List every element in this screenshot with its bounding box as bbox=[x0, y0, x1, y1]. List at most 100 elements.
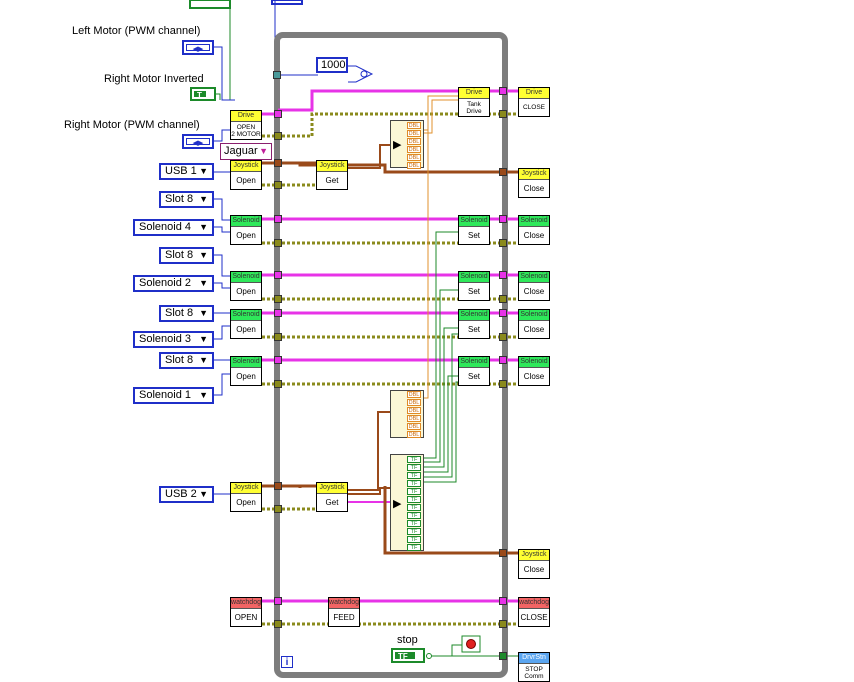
tunnel-sol-d-in bbox=[274, 356, 282, 364]
solenoid-a-close-vi[interactable]: Solenoid Close bbox=[518, 215, 550, 245]
solenoid-a-set-body: Set bbox=[467, 231, 480, 240]
solenoid-d-set-vi[interactable]: Solenoid Set bbox=[458, 356, 490, 386]
joystick2-get-header: Joystick bbox=[317, 483, 347, 494]
solenoid-a-open-vi[interactable]: Solenoid Open bbox=[230, 215, 262, 245]
solenoid-c-close-header: Solenoid bbox=[519, 310, 549, 321]
stop-button[interactable]: TF bbox=[391, 648, 425, 663]
joystick2-open-header: Joystick bbox=[231, 483, 261, 494]
left-motor-control[interactable]: ◀▶ bbox=[182, 40, 214, 55]
slot8-b-select[interactable]: Slot 8▼ bbox=[159, 247, 214, 264]
watchdog-feed-vi[interactable]: watchdog FEED bbox=[328, 597, 360, 627]
tunnel-stop-out bbox=[499, 652, 507, 660]
solenoid-b-open-vi[interactable]: Solenoid Open bbox=[230, 271, 262, 301]
joystick2-close-header: Joystick bbox=[519, 550, 549, 561]
watchdog-open-header: watchdog bbox=[231, 598, 261, 609]
solenoid-d-set-header: Solenoid bbox=[459, 357, 489, 368]
tunnel-sol-c-in bbox=[274, 309, 282, 317]
while-loop-frame[interactable] bbox=[274, 32, 508, 678]
tunnel-joy2-in bbox=[274, 482, 282, 490]
solenoid-d-close-vi[interactable]: Solenoid Close bbox=[518, 356, 550, 386]
driver-station-line2: Comm bbox=[524, 673, 544, 680]
chevron-down-icon: ▼ bbox=[199, 222, 208, 232]
tunnel-sol-b-out bbox=[499, 271, 507, 279]
top-bool-stub bbox=[189, 0, 231, 9]
array-element: DBL bbox=[407, 415, 421, 422]
solenoid-b-set-body: Set bbox=[467, 287, 480, 296]
array-element: DBL bbox=[407, 138, 421, 145]
slot8-a-select[interactable]: Slot 8 ▼ bbox=[159, 191, 214, 208]
solenoid-d-open-body: Open bbox=[236, 372, 256, 381]
driver-station-body: STOP Comm bbox=[519, 664, 549, 680]
arrow-right-icon: ▶ bbox=[393, 139, 402, 151]
drive-open-vi[interactable]: Drive OPEN 2 MOTOR bbox=[230, 110, 262, 140]
solenoid-d-open-header: Solenoid bbox=[231, 357, 261, 368]
array-element: TF bbox=[407, 480, 421, 487]
slot8-c-select[interactable]: Slot 8 ▼ bbox=[159, 305, 214, 322]
joystick2-get-vi[interactable]: Joystick Get bbox=[316, 482, 348, 512]
joystick1-get-vi[interactable]: Joystick Get bbox=[316, 160, 348, 190]
solenoid-d-open-vi[interactable]: Solenoid Open bbox=[230, 356, 262, 386]
joystick2-open-body: Open bbox=[236, 498, 256, 507]
array-element: DBL bbox=[407, 407, 421, 414]
solenoid-a-set-vi[interactable]: Solenoid Set bbox=[458, 215, 490, 245]
solenoid-b-set-vi[interactable]: Solenoid Set bbox=[458, 271, 490, 301]
solenoid-b-close-vi[interactable]: Solenoid Close bbox=[518, 271, 550, 301]
solenoid1-select[interactable]: Solenoid 1▼ bbox=[133, 387, 214, 404]
tank-drive-vi[interactable]: Drive Tank Drive bbox=[458, 87, 490, 117]
chevron-down-icon: ▼ bbox=[199, 334, 208, 344]
tunnel-const-in bbox=[273, 71, 281, 79]
jaguar-select[interactable]: Jaguar ▼ bbox=[220, 143, 272, 160]
joystick1-get-body: Get bbox=[325, 176, 339, 185]
tunnel-sol-a-err-in bbox=[274, 239, 282, 247]
joystick2-close-body: Close bbox=[523, 565, 545, 574]
usb1-value: USB 1 bbox=[165, 165, 197, 177]
slot8-c-value: Slot 8 bbox=[165, 307, 194, 319]
joystick1-close-vi[interactable]: Joystick Close bbox=[518, 168, 550, 198]
tunnel-watchdog-err-in bbox=[274, 620, 282, 628]
watchdog-feed-body: FEED bbox=[333, 613, 355, 622]
solenoid-b-open-body: Open bbox=[236, 287, 256, 296]
watchdog-close-vi[interactable]: watchdog CLOSE bbox=[518, 597, 550, 627]
solenoid3-select[interactable]: Solenoid 3▼ bbox=[133, 331, 214, 348]
array-element: TF bbox=[407, 544, 421, 551]
tunnel-sol-c-err-in bbox=[274, 333, 282, 341]
driver-station-vi[interactable]: DrvrStn STOP Comm bbox=[518, 652, 550, 682]
right-inverted-bool[interactable]: T bbox=[190, 87, 216, 101]
drive-open-line2: 2 MOTOR bbox=[231, 131, 261, 138]
joystick1-close-header: Joystick bbox=[519, 169, 549, 180]
solenoid-c-open-header: Solenoid bbox=[231, 310, 261, 321]
wait-ms-constant[interactable]: 1000 bbox=[316, 57, 348, 73]
right-motor-control[interactable]: ◀▶ bbox=[182, 134, 214, 149]
drive-close-header: Drive bbox=[519, 88, 549, 99]
usb1-select[interactable]: USB 1▼ bbox=[159, 163, 214, 180]
drive-close-vi[interactable]: Drive CLOSE bbox=[518, 87, 550, 117]
usb2-select[interactable]: USB 2▼ bbox=[159, 486, 214, 503]
solenoid-c-close-vi[interactable]: Solenoid Close bbox=[518, 309, 550, 339]
solenoid-a-close-header: Solenoid bbox=[519, 216, 549, 227]
joystick2-close-vi[interactable]: Joystick Close bbox=[518, 549, 550, 579]
slot8-d-select[interactable]: Slot 8▼ bbox=[159, 352, 214, 369]
tunnel-sol-b-in bbox=[274, 271, 282, 279]
solenoid4-value: Solenoid 4 bbox=[139, 221, 191, 233]
chevron-down-icon: ▼ bbox=[199, 308, 208, 318]
joystick1-open-header: Joystick bbox=[231, 161, 261, 172]
driver-station-line1: STOP bbox=[525, 666, 543, 673]
right-motor-label: Right Motor (PWM channel) bbox=[64, 119, 200, 131]
chevron-down-icon: ▼ bbox=[199, 489, 208, 499]
slot8-a-value: Slot 8 bbox=[165, 193, 194, 205]
joystick2-open-vi[interactable]: Joystick Open bbox=[230, 482, 262, 512]
solenoid4-select[interactable]: Solenoid 4 ▼ bbox=[133, 219, 214, 236]
joystick1-open-vi[interactable]: Joystick Open bbox=[230, 160, 262, 190]
tunnel-sol-a-in bbox=[274, 215, 282, 223]
watchdog-open-vi[interactable]: watchdog OPEN bbox=[230, 597, 262, 627]
chevron-down-icon: ▼ bbox=[199, 194, 208, 204]
solenoid2-select[interactable]: Solenoid 2▼ bbox=[133, 275, 214, 292]
solenoid-c-set-vi[interactable]: Solenoid Set bbox=[458, 309, 490, 339]
tank-drive-line1: Tank bbox=[467, 101, 481, 108]
tunnel-sol-c-err-out bbox=[499, 333, 507, 341]
solenoid-c-open-vi[interactable]: Solenoid Open bbox=[230, 309, 262, 339]
